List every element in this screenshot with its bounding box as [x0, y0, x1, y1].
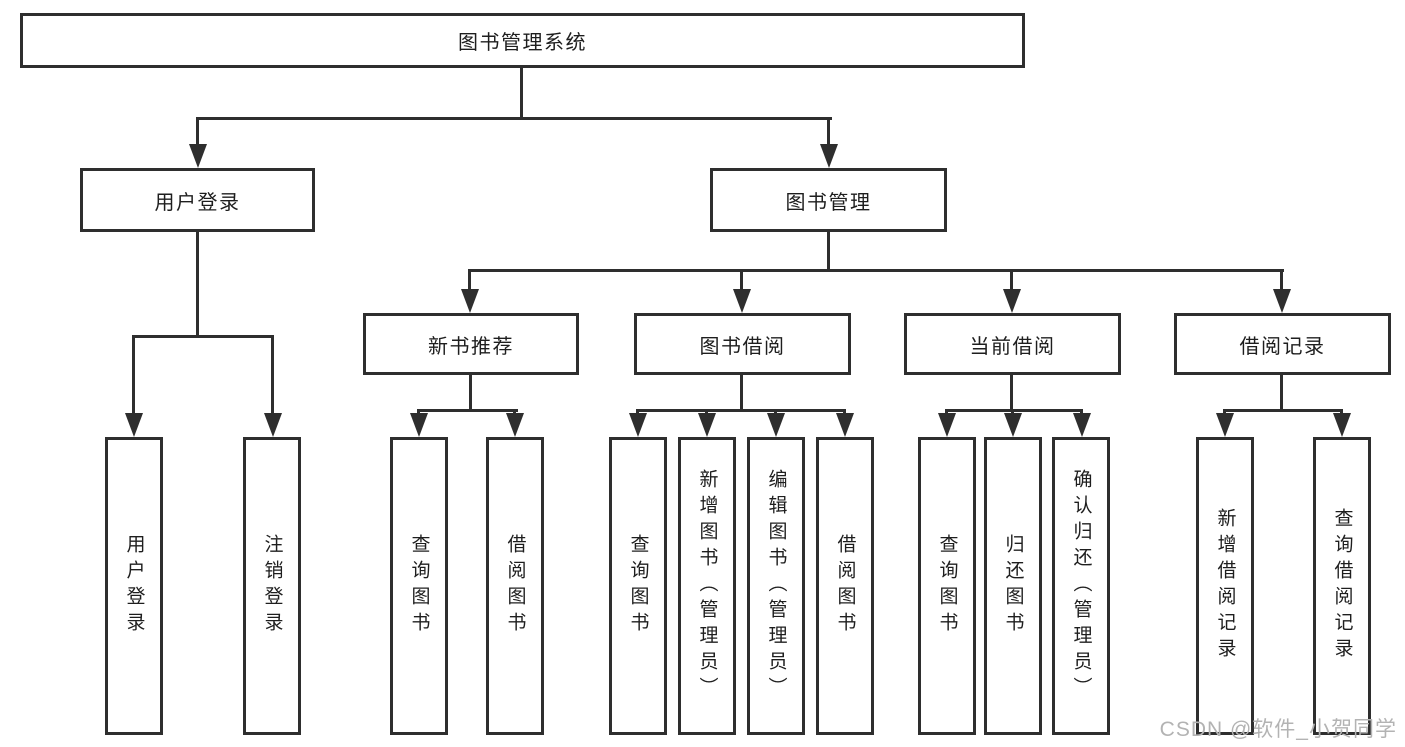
node-current-borrow-label: 当前借阅: [969, 335, 1056, 358]
leaf-borrow-book-2-label: 借阅图书: [834, 534, 856, 638]
leaf-logout: 注销登录: [243, 437, 301, 735]
node-borrow-records-label: 借阅记录: [1239, 335, 1326, 358]
leaf-query-book-2: 查询图书: [609, 437, 667, 735]
node-book-management: 图书管理: [710, 168, 947, 232]
leaf-borrow-book-2: 借阅图书: [816, 437, 874, 735]
leaf-borrow-book-1: 借阅图书: [486, 437, 544, 735]
node-book-management-label: 图书管理: [785, 191, 872, 214]
connector-line: [827, 232, 830, 272]
connector-line: [1280, 269, 1283, 291]
arrow-down-icon: [1273, 289, 1291, 313]
node-new-book-recommend: 新书推荐: [363, 313, 579, 375]
node-root-label: 图书管理系统: [458, 32, 587, 54]
connector-line: [468, 269, 471, 291]
arrow-down-icon: [629, 413, 647, 437]
arrow-down-icon: [125, 413, 143, 437]
leaf-query-book-3: 查询图书: [918, 437, 976, 735]
connector-line: [196, 117, 199, 149]
leaf-user-login-label: 用户登录: [123, 534, 145, 638]
leaf-add-borrow-record-label: 新增借阅记录: [1214, 508, 1236, 664]
connector-line: [1280, 375, 1283, 412]
connector-line: [469, 375, 472, 412]
node-borrow-records: 借阅记录: [1174, 313, 1391, 375]
connector-line: [132, 335, 135, 415]
arrow-down-icon: [189, 144, 207, 168]
arrow-down-icon: [836, 413, 854, 437]
leaf-query-book-3-label: 查询图书: [936, 534, 958, 638]
leaf-user-login: 用户登录: [105, 437, 163, 735]
connector-line: [636, 409, 846, 412]
arrow-down-icon: [733, 289, 751, 313]
node-book-borrow: 图书借阅: [634, 313, 851, 375]
leaf-query-book-1-label: 查询图书: [408, 534, 430, 638]
connector-line: [468, 269, 1284, 272]
connector-line: [196, 117, 832, 120]
leaf-edit-book-admin: 编辑图书（管理员）: [747, 437, 805, 735]
connector-line: [1010, 375, 1013, 412]
leaf-borrow-book-1-label: 借阅图书: [504, 534, 526, 638]
leaf-query-book-2-label: 查询图书: [627, 534, 649, 638]
arrow-down-icon: [461, 289, 479, 313]
connector-line: [132, 335, 274, 338]
leaf-logout-label: 注销登录: [261, 534, 283, 638]
leaf-query-borrow-record: 查询借阅记录: [1313, 437, 1371, 735]
connector-line: [1010, 269, 1013, 291]
arrow-down-icon: [767, 413, 785, 437]
connector-line: [1223, 409, 1343, 412]
arrow-down-icon: [938, 413, 956, 437]
leaf-confirm-return-admin: 确认归还（管理员）: [1052, 437, 1110, 735]
node-book-borrow-label: 图书借阅: [699, 335, 786, 358]
arrow-down-icon: [264, 413, 282, 437]
node-root: 图书管理系统: [20, 13, 1025, 68]
connector-line: [271, 335, 274, 415]
node-user-login-label: 用户登录: [154, 191, 241, 214]
node-current-borrow: 当前借阅: [904, 313, 1121, 375]
arrow-down-icon: [1003, 289, 1021, 313]
arrow-down-icon: [1004, 413, 1022, 437]
arrow-down-icon: [1073, 413, 1091, 437]
leaf-edit-book-admin-label: 编辑图书（管理员）: [765, 469, 787, 703]
node-user-login: 用户登录: [80, 168, 315, 232]
leaf-add-book-admin-label: 新增图书（管理员）: [696, 469, 718, 703]
connector-line: [196, 232, 199, 338]
arrow-down-icon: [1333, 413, 1351, 437]
arrow-down-icon: [820, 144, 838, 168]
leaf-add-book-admin: 新增图书（管理员）: [678, 437, 736, 735]
arrow-down-icon: [698, 413, 716, 437]
connector-line: [740, 375, 743, 412]
leaf-query-borrow-record-label: 查询借阅记录: [1331, 508, 1353, 664]
connector-line: [740, 269, 743, 291]
leaf-confirm-return-admin-label: 确认归还（管理员）: [1070, 469, 1092, 703]
connector-line: [827, 117, 830, 149]
leaf-query-book-1: 查询图书: [390, 437, 448, 735]
arrow-down-icon: [506, 413, 524, 437]
node-new-book-recommend-label: 新书推荐: [428, 335, 514, 358]
leaf-add-borrow-record: 新增借阅记录: [1196, 437, 1254, 735]
leaf-return-book-label: 归还图书: [1002, 534, 1024, 638]
leaf-return-book: 归还图书: [984, 437, 1042, 735]
connector-line: [520, 68, 523, 120]
csdn-watermark: CSDN @软件_小贺同学: [1159, 718, 1397, 741]
connector-line: [417, 409, 518, 412]
arrow-down-icon: [1216, 413, 1234, 437]
arrow-down-icon: [410, 413, 428, 437]
connector-line: [945, 409, 1083, 412]
